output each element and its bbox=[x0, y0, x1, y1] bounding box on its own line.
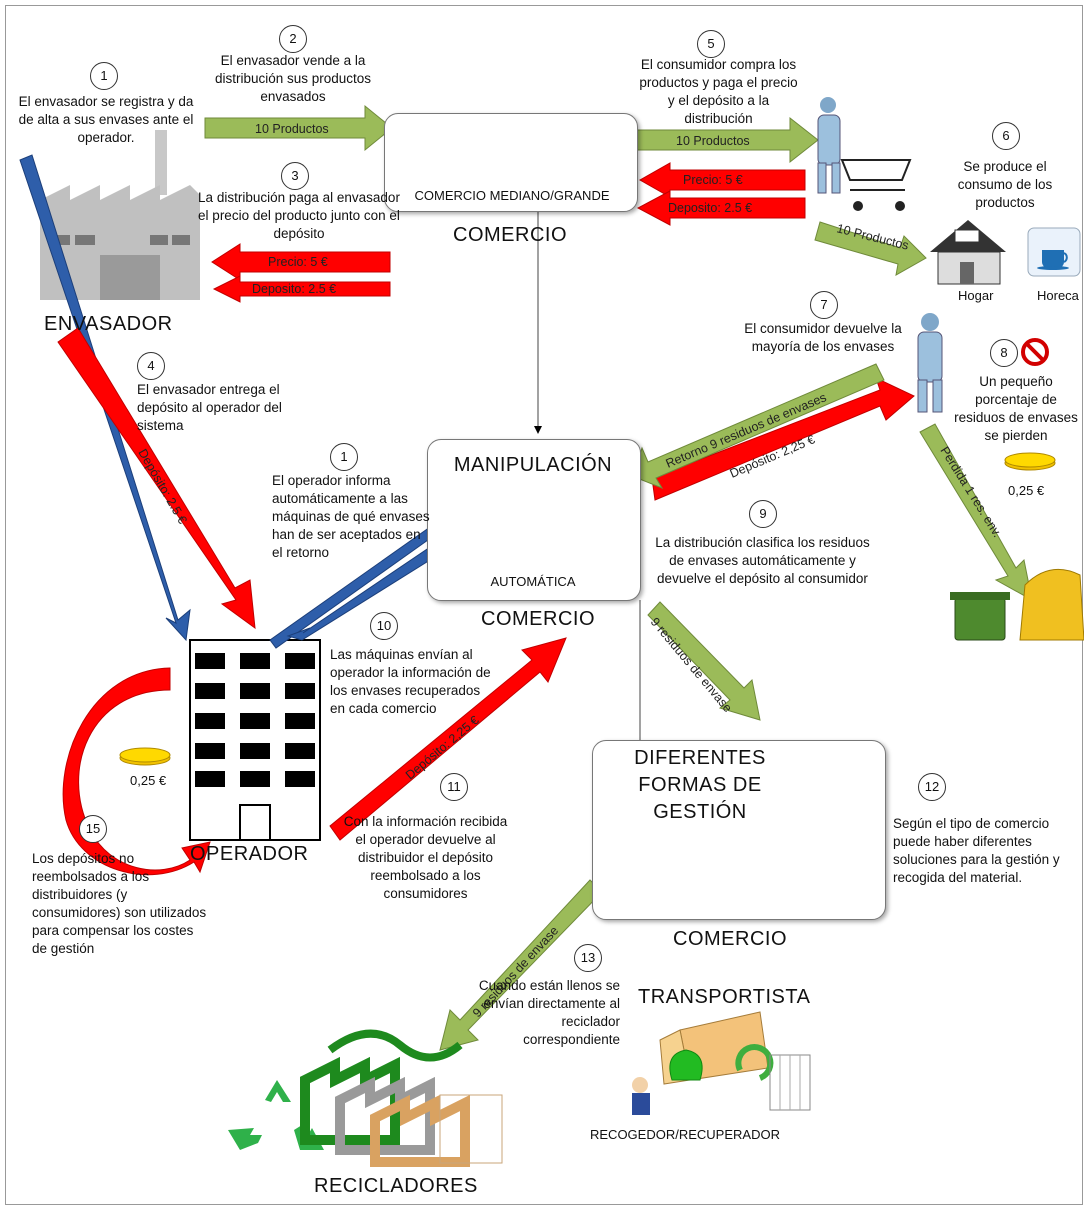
step-15-text: Los depósitos no reembolsados a los dist… bbox=[32, 851, 207, 956]
step-5-text: El consumidor compra los productos y pag… bbox=[639, 57, 798, 126]
operador-label: OPERADOR bbox=[190, 843, 309, 865]
truck-icon bbox=[632, 1011, 811, 1115]
step-number: 7 bbox=[810, 291, 838, 319]
consumer-return-icon bbox=[917, 313, 943, 413]
step-6-text: Se produce el consumo de los productos bbox=[957, 159, 1053, 210]
arrow-label-deposito: Depósito: 2,25 € bbox=[403, 713, 482, 782]
step-number: 6 bbox=[992, 122, 1020, 150]
step-number: 8 bbox=[990, 339, 1018, 367]
manipulacion-title: MANIPULACIÓN bbox=[453, 454, 613, 476]
step-number: 11 bbox=[440, 773, 468, 801]
step-12-text: Según el tipo de comercio puede haber di… bbox=[893, 816, 1060, 885]
management-box bbox=[592, 740, 886, 920]
step-11-text: Con la información recibida el operador … bbox=[343, 814, 508, 901]
step-number: 2 bbox=[279, 25, 307, 53]
step-number: 4 bbox=[137, 352, 165, 380]
arrow-label-10-productos: 10 Productos bbox=[676, 134, 750, 148]
waste-containers-icon bbox=[950, 568, 1084, 641]
step-1-text: El envasador se registra y da de alta a … bbox=[18, 94, 194, 145]
step-9-text: La distribución clasifica los residuos d… bbox=[655, 535, 870, 586]
step-number: 13 bbox=[574, 944, 602, 972]
step-7-text: El consumidor devuelve la mayoría de los… bbox=[744, 321, 902, 354]
store-label: COMERCIO MEDIANO/GRANDE bbox=[414, 188, 610, 203]
step-1b-text: El operador informa automáticamente a la… bbox=[272, 473, 430, 560]
step-number: 5 bbox=[697, 30, 725, 58]
shopper-icon bbox=[817, 97, 912, 211]
no-entry-icon bbox=[1021, 338, 1049, 366]
automatica-label: AUTOMÁTICA bbox=[490, 574, 576, 589]
step-4-text: El envasador entrega el depósito al oper… bbox=[137, 382, 282, 433]
step-number: 3 bbox=[281, 162, 309, 190]
coffee-cup-icon bbox=[1027, 227, 1081, 277]
step-number: 10 bbox=[370, 612, 398, 640]
step-number: 12 bbox=[918, 773, 946, 801]
horeca-label: Horeca bbox=[1037, 288, 1079, 303]
coin-value: 0,25 € bbox=[130, 773, 167, 788]
step-13-text: Cuando están llenos se envían directamen… bbox=[478, 978, 620, 1047]
factory-icon bbox=[40, 130, 200, 300]
comercio-top-label: COMERCIO bbox=[453, 224, 567, 246]
arrow-label-precio: Precio: 5 € bbox=[683, 173, 743, 187]
step-number: 1 bbox=[330, 443, 358, 471]
operator-building-icon bbox=[189, 639, 321, 841]
step-2-text: El envasador vende a la distribución sus… bbox=[214, 53, 372, 104]
arrow-label-perdida: Perdida 1 res. env. bbox=[937, 444, 1004, 540]
arrow-label-deposito: Deposito: 2.5 € bbox=[668, 201, 752, 215]
step-8-text: Un pequeño porcentaje de residuos de env… bbox=[954, 374, 1078, 443]
coin-icon bbox=[1004, 452, 1056, 471]
arrow-label-deposito: Deposito: 2.5 € bbox=[252, 282, 336, 296]
diagram-frame bbox=[5, 5, 1083, 1205]
step-number: 9 bbox=[749, 500, 777, 528]
recycler-factories-icon bbox=[300, 1029, 503, 1167]
coin-icon bbox=[119, 747, 171, 766]
step-10-text: Las máquinas envían al operador la infor… bbox=[330, 647, 491, 716]
transportista-label: TRANSPORTISTA bbox=[638, 986, 811, 1008]
step-number: 1 bbox=[90, 62, 118, 90]
hogar-label: Hogar bbox=[958, 288, 994, 303]
diferentes-title: DIFERENTES FORMAS DE GESTIÓN bbox=[634, 747, 766, 823]
comercio-bot-label: COMERCIO bbox=[673, 928, 787, 950]
envasador-label: ENVASADOR bbox=[44, 313, 173, 335]
manipulation-box bbox=[427, 439, 641, 601]
arrow-label-10-productos: 10 Productos bbox=[255, 122, 329, 136]
step-3-text: La distribución paga al envasador el pre… bbox=[198, 190, 400, 241]
arrow-label-precio: Precio: 5 € bbox=[268, 255, 328, 269]
recicladores-label: RECICLADORES bbox=[314, 1175, 478, 1197]
step-number: 15 bbox=[79, 815, 107, 843]
house-icon bbox=[930, 220, 1006, 285]
comercio-mid-label: COMERCIO bbox=[481, 608, 595, 630]
store-box bbox=[384, 113, 638, 212]
coin-value: 0,25 € bbox=[1008, 483, 1045, 498]
recogedor-label: RECOGEDOR/RECUPERADOR bbox=[590, 1127, 780, 1142]
red-arrows bbox=[57, 162, 915, 876]
